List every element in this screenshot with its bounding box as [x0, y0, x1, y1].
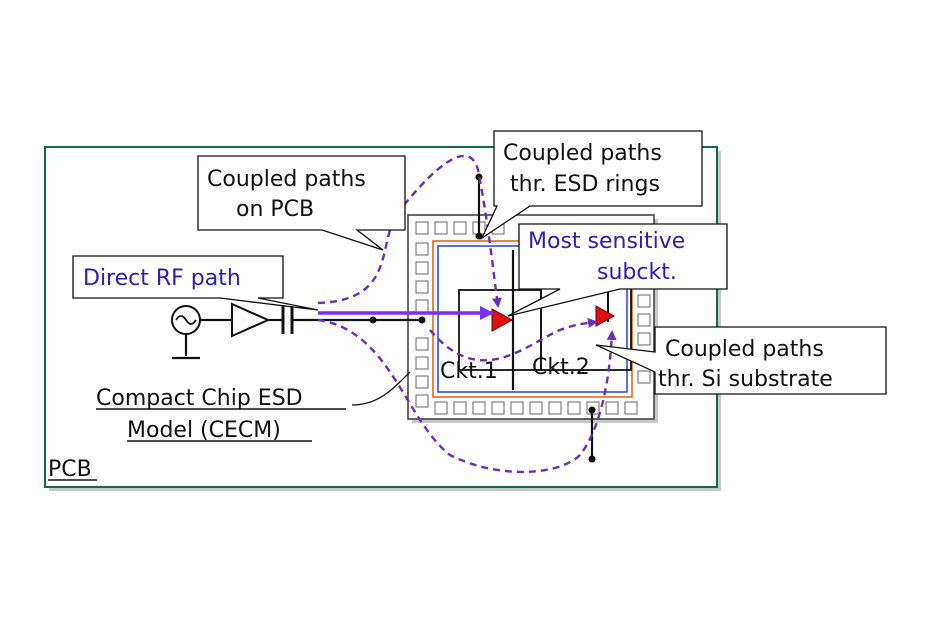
callout-sensitive-line2: subckt.: [597, 260, 677, 285]
cecm-leader: [351, 371, 411, 406]
callout-substrate-line1: Coupled paths: [665, 337, 824, 362]
callout-esd-rings: [480, 130, 703, 240]
ac-source-icon: [171, 305, 201, 335]
cecm-line2: Model (CECM): [127, 418, 281, 443]
cecm-line1: Compact Chip ESD: [96, 386, 303, 411]
callout-esd-line1: Coupled paths: [503, 141, 662, 166]
callout-pcb-line1: Coupled paths: [207, 167, 366, 192]
callout-substrate-line2: thr. Si substrate: [658, 367, 833, 392]
callout-most-sensitive: [507, 223, 728, 317]
coupled-path-pcb: [317, 154, 502, 308]
callout-pcb-line2: on PCB: [236, 197, 314, 222]
callout-sensitive-line1: Most sensitive: [528, 229, 685, 254]
callout-direct-rf-text: Direct RF path: [83, 266, 241, 291]
ckt2-label: Ckt.2: [532, 355, 590, 380]
callout-esd-line2: thr. ESD rings: [510, 172, 660, 197]
pcb-label: PCB: [48, 457, 92, 482]
callout-direct-rf: [72, 255, 319, 311]
sensitive-marker-ckt2: [595, 305, 616, 327]
coupled-path-substrate: [317, 318, 617, 474]
ckt1-label: Ckt.1: [440, 359, 498, 384]
sensitive-marker-ckt1: [491, 308, 514, 332]
ground-icon: [172, 334, 200, 360]
amplifier-icon: [231, 302, 271, 338]
callout-substrate: [595, 326, 887, 395]
coupled-path-ckt: [429, 318, 598, 362]
callout-pcb: [197, 155, 406, 251]
